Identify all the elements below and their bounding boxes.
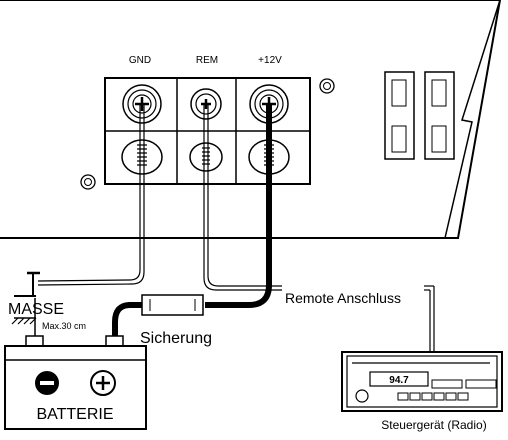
mounting-screw-icon <box>80 174 96 190</box>
screw-terminal-icon <box>249 84 289 124</box>
car-radio-icon: 94.7 <box>341 351 503 412</box>
screw-terminal-icon <box>122 84 162 124</box>
mounting-screw-icon <box>319 78 335 94</box>
plus12v-label: +12V <box>258 55 282 66</box>
battery-icon <box>4 335 147 430</box>
battery-label: BATTERIE <box>36 406 113 423</box>
remote-label: Remote Anschluss <box>285 290 401 306</box>
power-cable <box>112 104 272 343</box>
radio-caption: Steuergerät (Radio) <box>381 418 486 432</box>
screw-terminal-icon <box>190 88 222 120</box>
ground-wire <box>37 104 145 286</box>
vent-slots <box>384 71 455 160</box>
gnd-label: GND <box>129 55 151 66</box>
ground-label: MASSE <box>8 301 64 318</box>
rem-label: REM <box>196 55 218 66</box>
max-length-label: Max.30 cm <box>42 321 86 331</box>
radio-display: 94.7 <box>389 375 409 386</box>
wire-entry-rem <box>189 142 223 172</box>
remote-wire <box>203 104 435 352</box>
ground-symbol-icon <box>11 271 40 325</box>
fuse-label: Sicherung <box>140 330 212 347</box>
fuse-icon <box>141 294 204 316</box>
wire-entry-gnd <box>121 139 163 175</box>
